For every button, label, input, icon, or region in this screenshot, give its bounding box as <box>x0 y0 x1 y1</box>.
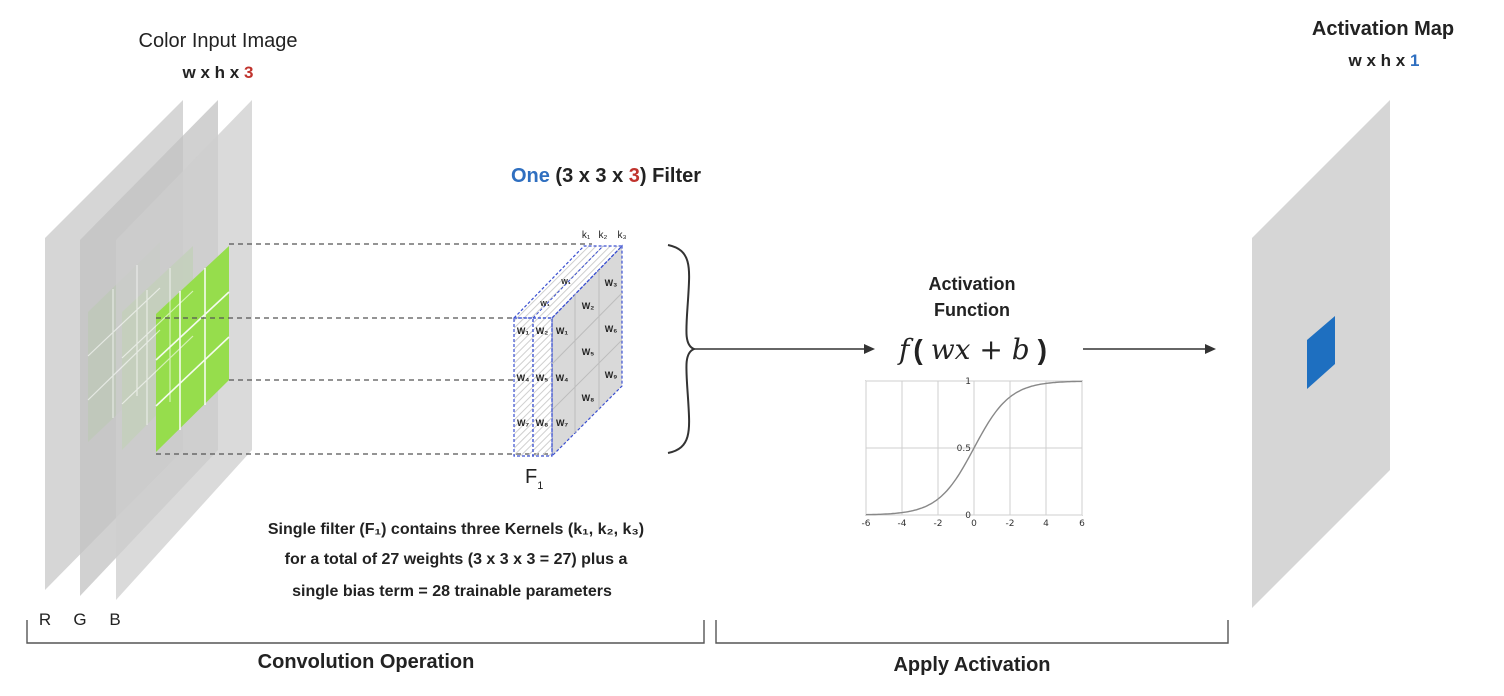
formula-open: ( <box>913 334 923 365</box>
weight-back-8: W₈ <box>582 393 595 403</box>
filter-title: One (3 x 3 x 3) Filter <box>511 165 701 187</box>
plot-x-tick-label: 6 <box>1079 519 1085 529</box>
channel-label-r: R <box>39 610 51 629</box>
weight-front-7: W₇ <box>517 418 529 428</box>
weight-back-2: W₂ <box>582 301 595 311</box>
input-dims-prefix: w x h x <box>182 63 244 82</box>
plot-x-tick-label: 4 <box>1043 519 1049 529</box>
plot-y-tick-label: 0 <box>965 511 971 521</box>
weight-second-7: W₈ <box>536 418 549 428</box>
activation-function: Activation Function f( wx + b) <box>897 274 1047 366</box>
kernel-label-k1: k₁ <box>582 230 591 241</box>
formula-body: wx + b <box>931 333 1030 366</box>
plot-x-tick-label: -4 <box>898 519 907 529</box>
filter-slab-middle <box>532 317 553 457</box>
plot-x-tick-label: -2 <box>934 519 943 529</box>
weight-second-4: W₅ <box>536 373 549 383</box>
formula-f: f <box>897 333 914 366</box>
filter-title-suffix: ) Filter <box>640 165 701 187</box>
section-convolution: Convolution Operation <box>26 620 705 673</box>
filter-title-mid: (3 x 3 x <box>550 165 629 187</box>
input-patch-b <box>87 246 230 452</box>
filter-description: Single filter (F₁) contains three Kernel… <box>268 521 644 600</box>
weight-back-9: W₉ <box>605 370 618 380</box>
description-line-3: single bias term = 28 trainable paramete… <box>292 583 612 600</box>
weight-third-1: W₁ <box>556 326 568 336</box>
curly-brace <box>667 244 697 454</box>
arrow-to-map <box>1083 344 1216 354</box>
projection-lines <box>156 243 592 455</box>
plot-ticks: -6 -4 -2 0 -2 4 6 1 0.5 0 <box>862 377 1086 529</box>
activation-title-line1: Activation <box>928 274 1015 294</box>
section-activation: Apply Activation <box>715 620 1229 676</box>
weight-top-1: W₁ <box>561 279 571 286</box>
weight-top-1b: W₁ <box>540 301 550 308</box>
filter-slab-front <box>513 317 534 457</box>
activation-title-line2: Function <box>934 300 1010 320</box>
weight-back-5: W₅ <box>582 347 595 357</box>
section-convolution-label: Convolution Operation <box>258 651 475 673</box>
weight-back-6: W₆ <box>605 324 618 334</box>
description-line-2: for a total of 27 weights (3 x 3 x 3 = 2… <box>285 551 628 568</box>
weight-front-4: W₄ <box>517 373 530 383</box>
section-activation-label: Apply Activation <box>893 654 1050 676</box>
input-image: Color Input Image w x h x 3 <box>39 30 298 629</box>
plot-x-tick-label: 0 <box>971 519 977 529</box>
sigmoid-plot: -6 -4 -2 0 -2 4 6 1 0.5 0 <box>862 377 1086 529</box>
activation-formula: f( wx + b) <box>897 333 1047 366</box>
activation-map: Activation Map w x h x 1 <box>1252 18 1454 608</box>
output-dims-prefix: w x h x <box>1348 51 1410 70</box>
arrow-to-activation <box>694 344 875 354</box>
filter: One (3 x 3 x 3) Filter k₁ k₂ k₃ W₁ W₄ W₇… <box>511 165 701 492</box>
plot-y-tick-label: 1 <box>965 377 971 387</box>
weight-third-7: W₇ <box>556 418 568 428</box>
kernel-label-k3: k₃ <box>617 230 626 241</box>
filter-label-sub: 1 <box>537 480 543 492</box>
filter-label-main: F <box>525 466 537 488</box>
output-title: Activation Map <box>1312 18 1454 40</box>
channel-label-g: G <box>73 610 86 629</box>
kernel-label-k2: k₂ <box>599 230 608 241</box>
channel-label-b: B <box>109 610 120 629</box>
output-dims: w x h x 1 <box>1348 51 1420 70</box>
plot-x-tick-label: -6 <box>862 519 871 529</box>
filter-title-depth: 3 <box>629 165 640 187</box>
weight-second-1: W₂ <box>536 326 549 336</box>
description-line-1: Single filter (F₁) contains three Kernel… <box>268 521 644 538</box>
formula-close: ) <box>1038 334 1047 365</box>
weight-back-3: W₃ <box>605 278 618 288</box>
weight-front-1: W₁ <box>517 326 529 336</box>
input-title: Color Input Image <box>139 30 298 52</box>
weight-third-4: W₄ <box>556 373 569 383</box>
output-dims-depth: 1 <box>1410 51 1419 70</box>
input-dims: w x h x 3 <box>182 63 254 82</box>
filter-title-one: One <box>511 165 550 187</box>
plot-y-tick-label: 0.5 <box>957 444 971 454</box>
filter-label: F1 <box>525 466 543 492</box>
plot-x-tick-label: -2 <box>1006 519 1015 529</box>
sigmoid-curve <box>865 380 1083 516</box>
output-pixel <box>1307 316 1335 389</box>
input-dims-depth: 3 <box>244 63 253 82</box>
